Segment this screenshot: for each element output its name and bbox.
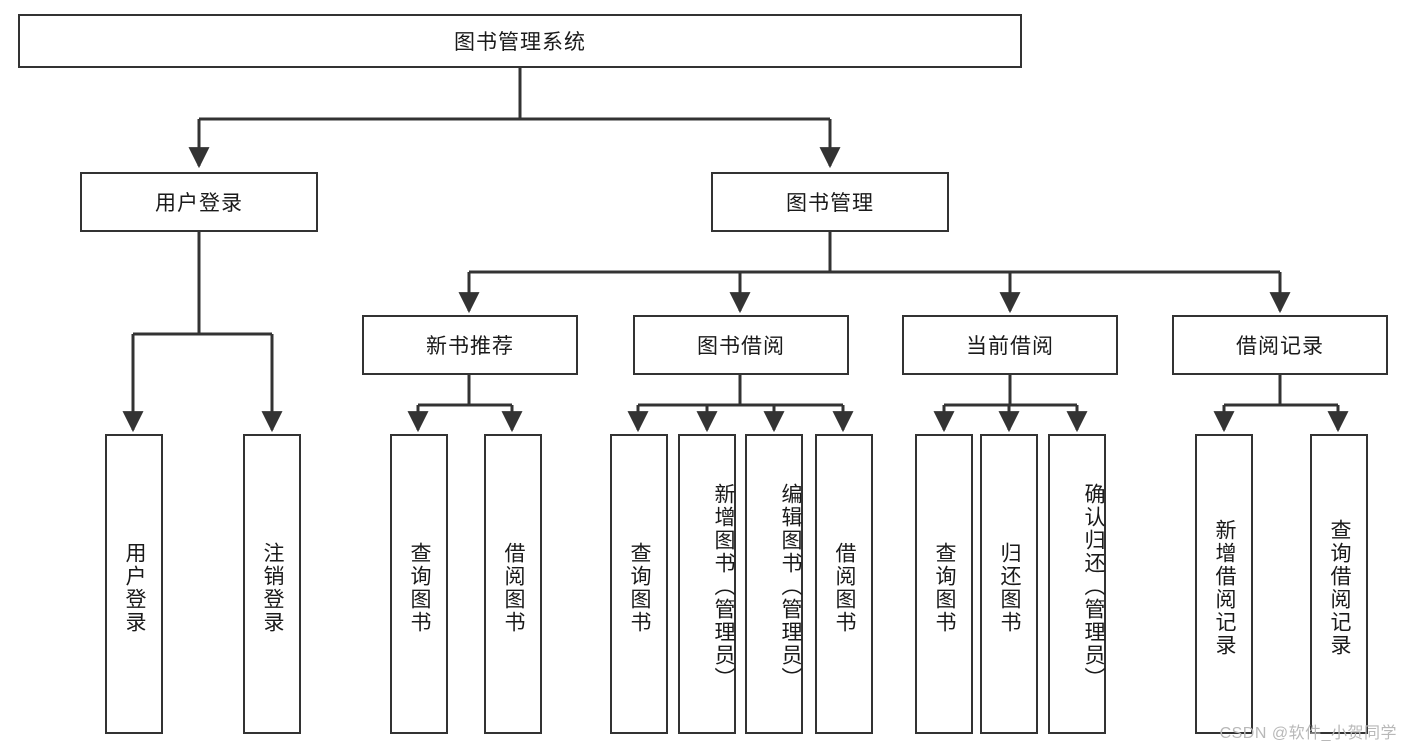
node-leaf-query-record-label: 查询借阅记录 xyxy=(1328,519,1352,657)
node-leaf-query-book-2[interactable]: 查询图书 xyxy=(610,434,668,734)
node-user-login[interactable]: 用户登录 xyxy=(80,172,318,232)
node-book-manage[interactable]: 图书管理 xyxy=(711,172,949,232)
node-root[interactable]: 图书管理系统 xyxy=(18,14,1022,68)
node-user-login-label: 用户登录 xyxy=(155,192,243,215)
node-leaf-return-book-label: 归还图书 xyxy=(998,542,1022,634)
node-leaf-query-book-2-label: 查询图书 xyxy=(628,542,652,634)
node-leaf-query-book-3[interactable]: 查询图书 xyxy=(915,434,973,734)
node-leaf-query-book-1-label: 查询图书 xyxy=(408,542,432,634)
watermark: CSDN @软件_小贺同学 xyxy=(1219,725,1397,742)
node-leaf-edit-book[interactable]: 编辑图书（管理员） xyxy=(745,434,803,734)
node-leaf-borrow-book-2-label: 借阅图书 xyxy=(833,542,857,634)
node-leaf-query-book-1[interactable]: 查询图书 xyxy=(390,434,448,734)
node-book-manage-label: 图书管理 xyxy=(786,192,874,215)
node-leaf-add-book[interactable]: 新增图书（管理员） xyxy=(678,434,736,734)
node-leaf-user-login-label: 用户登录 xyxy=(123,542,147,634)
node-book-borrow-label: 图书借阅 xyxy=(697,335,785,358)
node-new-book-rec-label: 新书推荐 xyxy=(426,335,514,358)
node-leaf-add-record[interactable]: 新增借阅记录 xyxy=(1195,434,1253,734)
node-leaf-logout[interactable]: 注销登录 xyxy=(243,434,301,734)
node-new-book-rec[interactable]: 新书推荐 xyxy=(362,315,578,375)
node-borrow-record-label: 借阅记录 xyxy=(1236,335,1324,358)
node-current-borrow-label: 当前借阅 xyxy=(966,335,1054,358)
node-leaf-return-book[interactable]: 归还图书 xyxy=(980,434,1038,734)
node-leaf-query-book-3-label: 查询图书 xyxy=(933,542,957,634)
node-leaf-borrow-book-1[interactable]: 借阅图书 xyxy=(484,434,542,734)
node-leaf-user-login[interactable]: 用户登录 xyxy=(105,434,163,734)
node-root-label: 图书管理系统 xyxy=(454,31,586,54)
node-leaf-edit-book-label: 编辑图书（管理员） xyxy=(779,482,802,690)
node-leaf-borrow-book-1-label: 借阅图书 xyxy=(502,542,526,634)
node-book-borrow[interactable]: 图书借阅 xyxy=(633,315,849,375)
node-leaf-borrow-book-2[interactable]: 借阅图书 xyxy=(815,434,873,734)
node-leaf-confirm-return-label: 确认归还（管理员） xyxy=(1082,482,1105,690)
node-leaf-query-record[interactable]: 查询借阅记录 xyxy=(1310,434,1368,734)
node-borrow-record[interactable]: 借阅记录 xyxy=(1172,315,1388,375)
node-current-borrow[interactable]: 当前借阅 xyxy=(902,315,1118,375)
node-leaf-logout-label: 注销登录 xyxy=(261,542,285,634)
node-leaf-add-book-label: 新增图书（管理员） xyxy=(712,482,735,690)
node-leaf-confirm-return[interactable]: 确认归还（管理员） xyxy=(1048,434,1106,734)
node-leaf-add-record-label: 新增借阅记录 xyxy=(1213,519,1237,657)
